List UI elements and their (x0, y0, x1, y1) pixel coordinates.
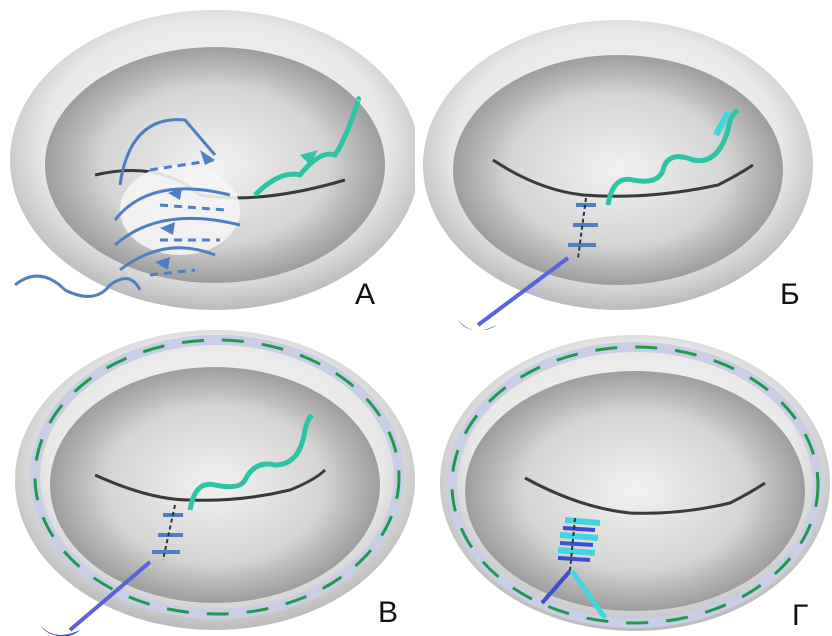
panel-b: Б (418, 0, 832, 330)
panel-label: А (355, 280, 375, 310)
panel-c: В (0, 330, 420, 636)
panel-label: Г (792, 601, 808, 631)
panel-d: Г (430, 333, 832, 636)
panel-label: В (378, 598, 398, 628)
valve-illustration-a (0, 0, 415, 318)
panel-a: А (0, 0, 415, 318)
valve-illustration-c (0, 330, 420, 636)
panel-label: Б (780, 280, 800, 310)
valve-illustration-b (418, 0, 832, 330)
valve-illustration-d (430, 333, 832, 636)
needle-icon (458, 320, 496, 330)
